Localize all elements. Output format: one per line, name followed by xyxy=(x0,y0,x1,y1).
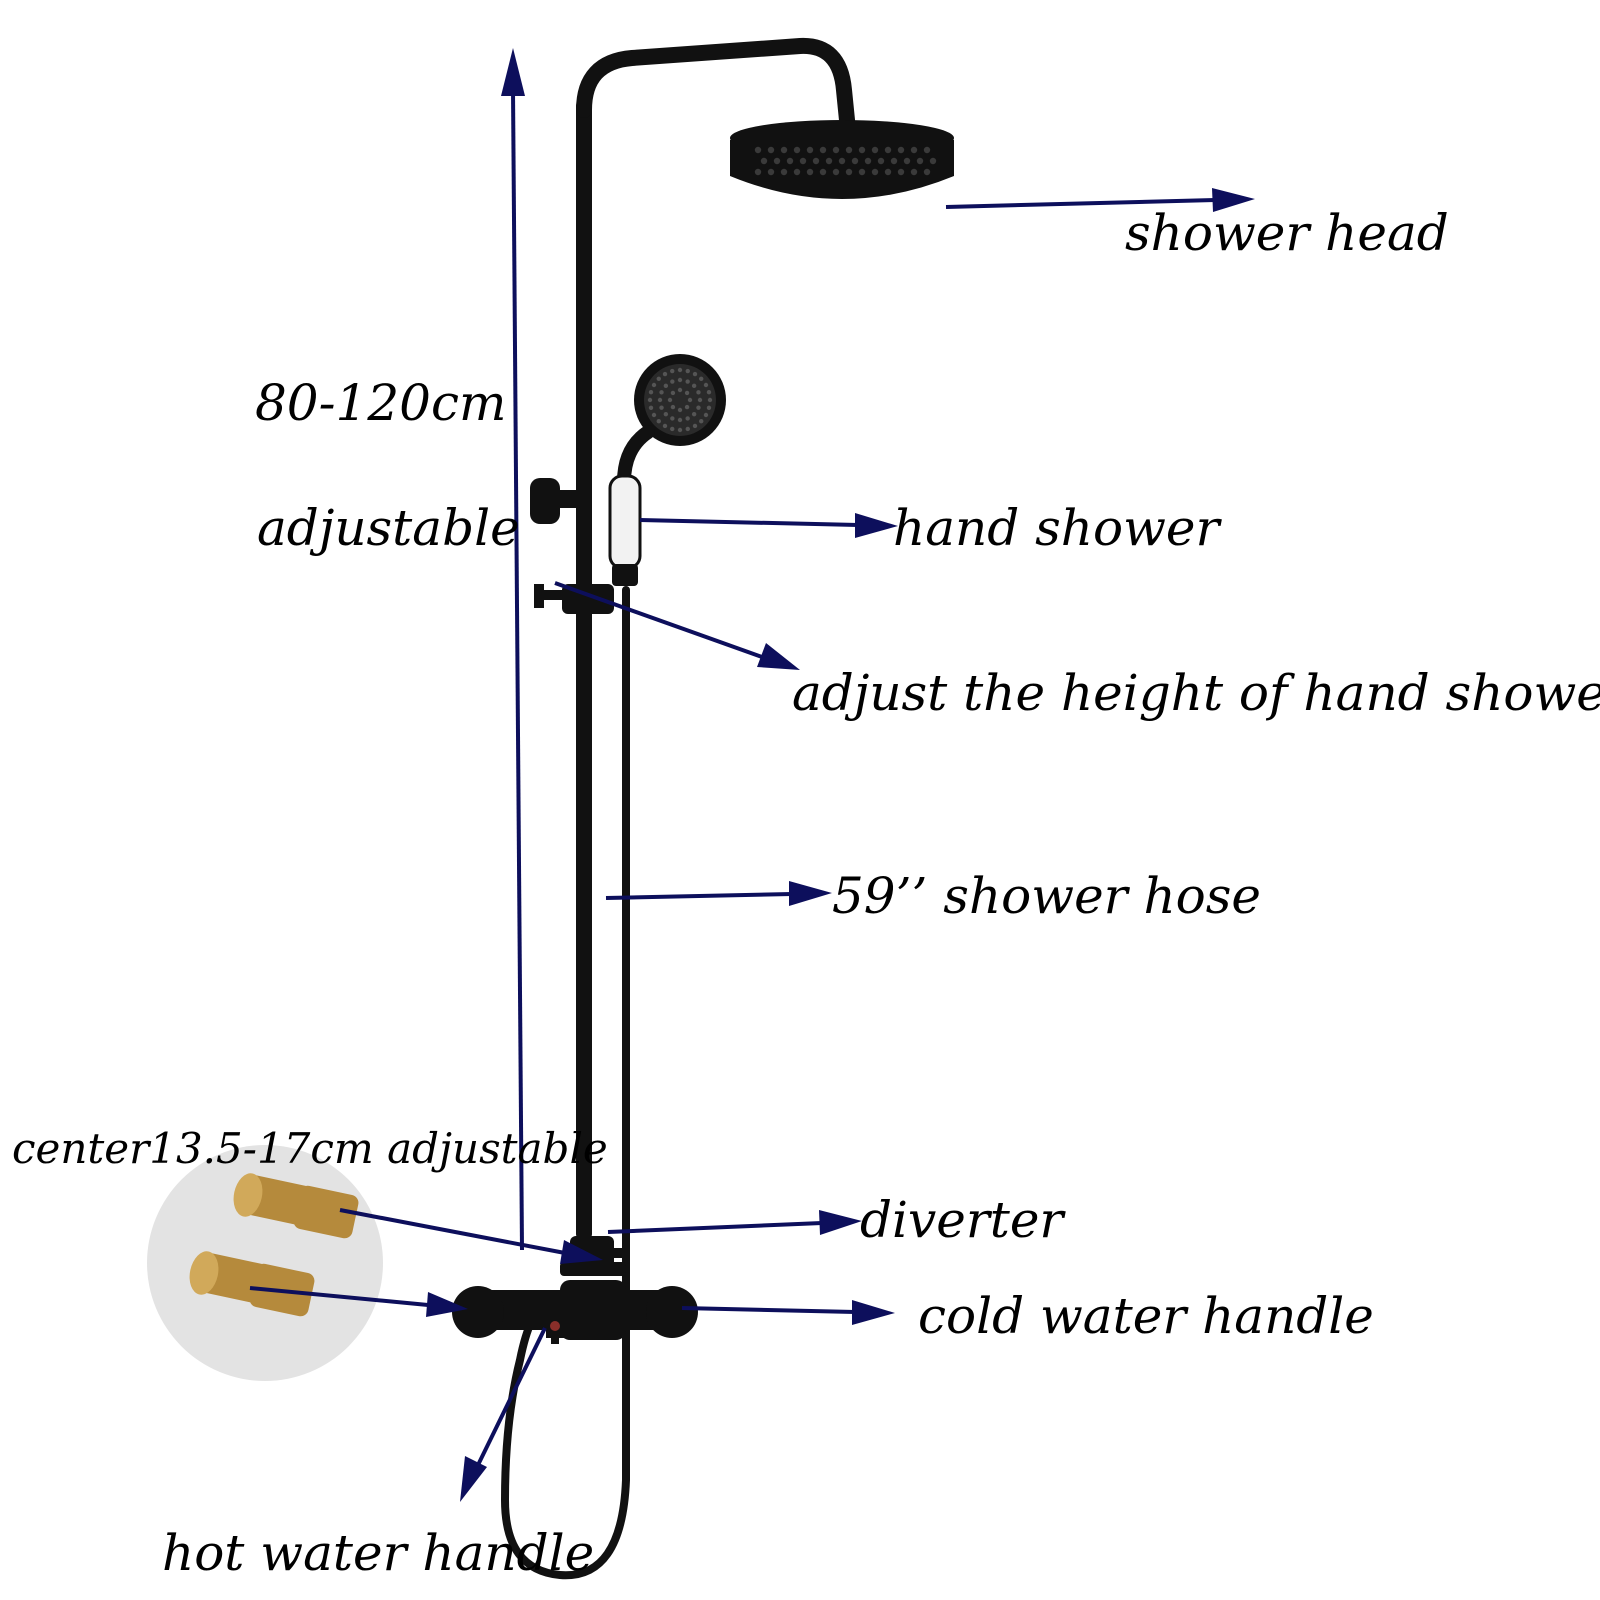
label-center-adjustable: center13.5-17cm adjustable xyxy=(12,1124,608,1173)
hot-handle-arrow xyxy=(460,1327,547,1502)
hand-shower-arrow xyxy=(639,513,898,538)
label-shower-hose: 59’’ shower hose xyxy=(832,867,1261,925)
connector-arrow-top xyxy=(339,1208,603,1264)
mixer-valve xyxy=(452,1280,698,1344)
shower-arm xyxy=(576,37,856,138)
riser-pipe xyxy=(576,100,592,1240)
arrows xyxy=(249,48,1255,1502)
label-shower-head: shower head xyxy=(1125,204,1449,262)
adjust-height-arrow xyxy=(554,581,800,670)
labels: shower head 80-120cm adjustable hand sho… xyxy=(12,204,1600,1582)
diverter-arrow xyxy=(607,1210,862,1235)
shower-hose xyxy=(500,586,630,1580)
label-adjustable: adjustable xyxy=(257,499,520,557)
shower-head-arrow xyxy=(945,188,1255,212)
shower-fixture xyxy=(147,37,954,1580)
hand-shower-handle xyxy=(608,474,642,570)
label-cold-water-handle: cold water handle xyxy=(918,1287,1374,1345)
label-hand-shower: hand shower xyxy=(893,499,1222,557)
connector-arrow-bottom xyxy=(249,1286,468,1317)
hand-shower-unit xyxy=(608,354,726,586)
height-arrow xyxy=(501,48,525,1251)
label-hot-water-handle: hot water handle xyxy=(162,1524,594,1582)
cold-handle-arrow xyxy=(681,1300,895,1325)
wall-bracket xyxy=(530,478,560,524)
label-height-range: 80-120cm xyxy=(255,374,506,432)
label-diverter: diverter xyxy=(860,1191,1066,1249)
shower-hose-arrow xyxy=(605,881,832,906)
brass-connector-top xyxy=(233,1173,359,1239)
hot-handle xyxy=(540,1312,570,1344)
label-adjust-height: adjust the height of hand shower xyxy=(792,664,1600,722)
brass-connectors-inset xyxy=(147,1145,383,1381)
rain-shower-head xyxy=(730,120,954,199)
